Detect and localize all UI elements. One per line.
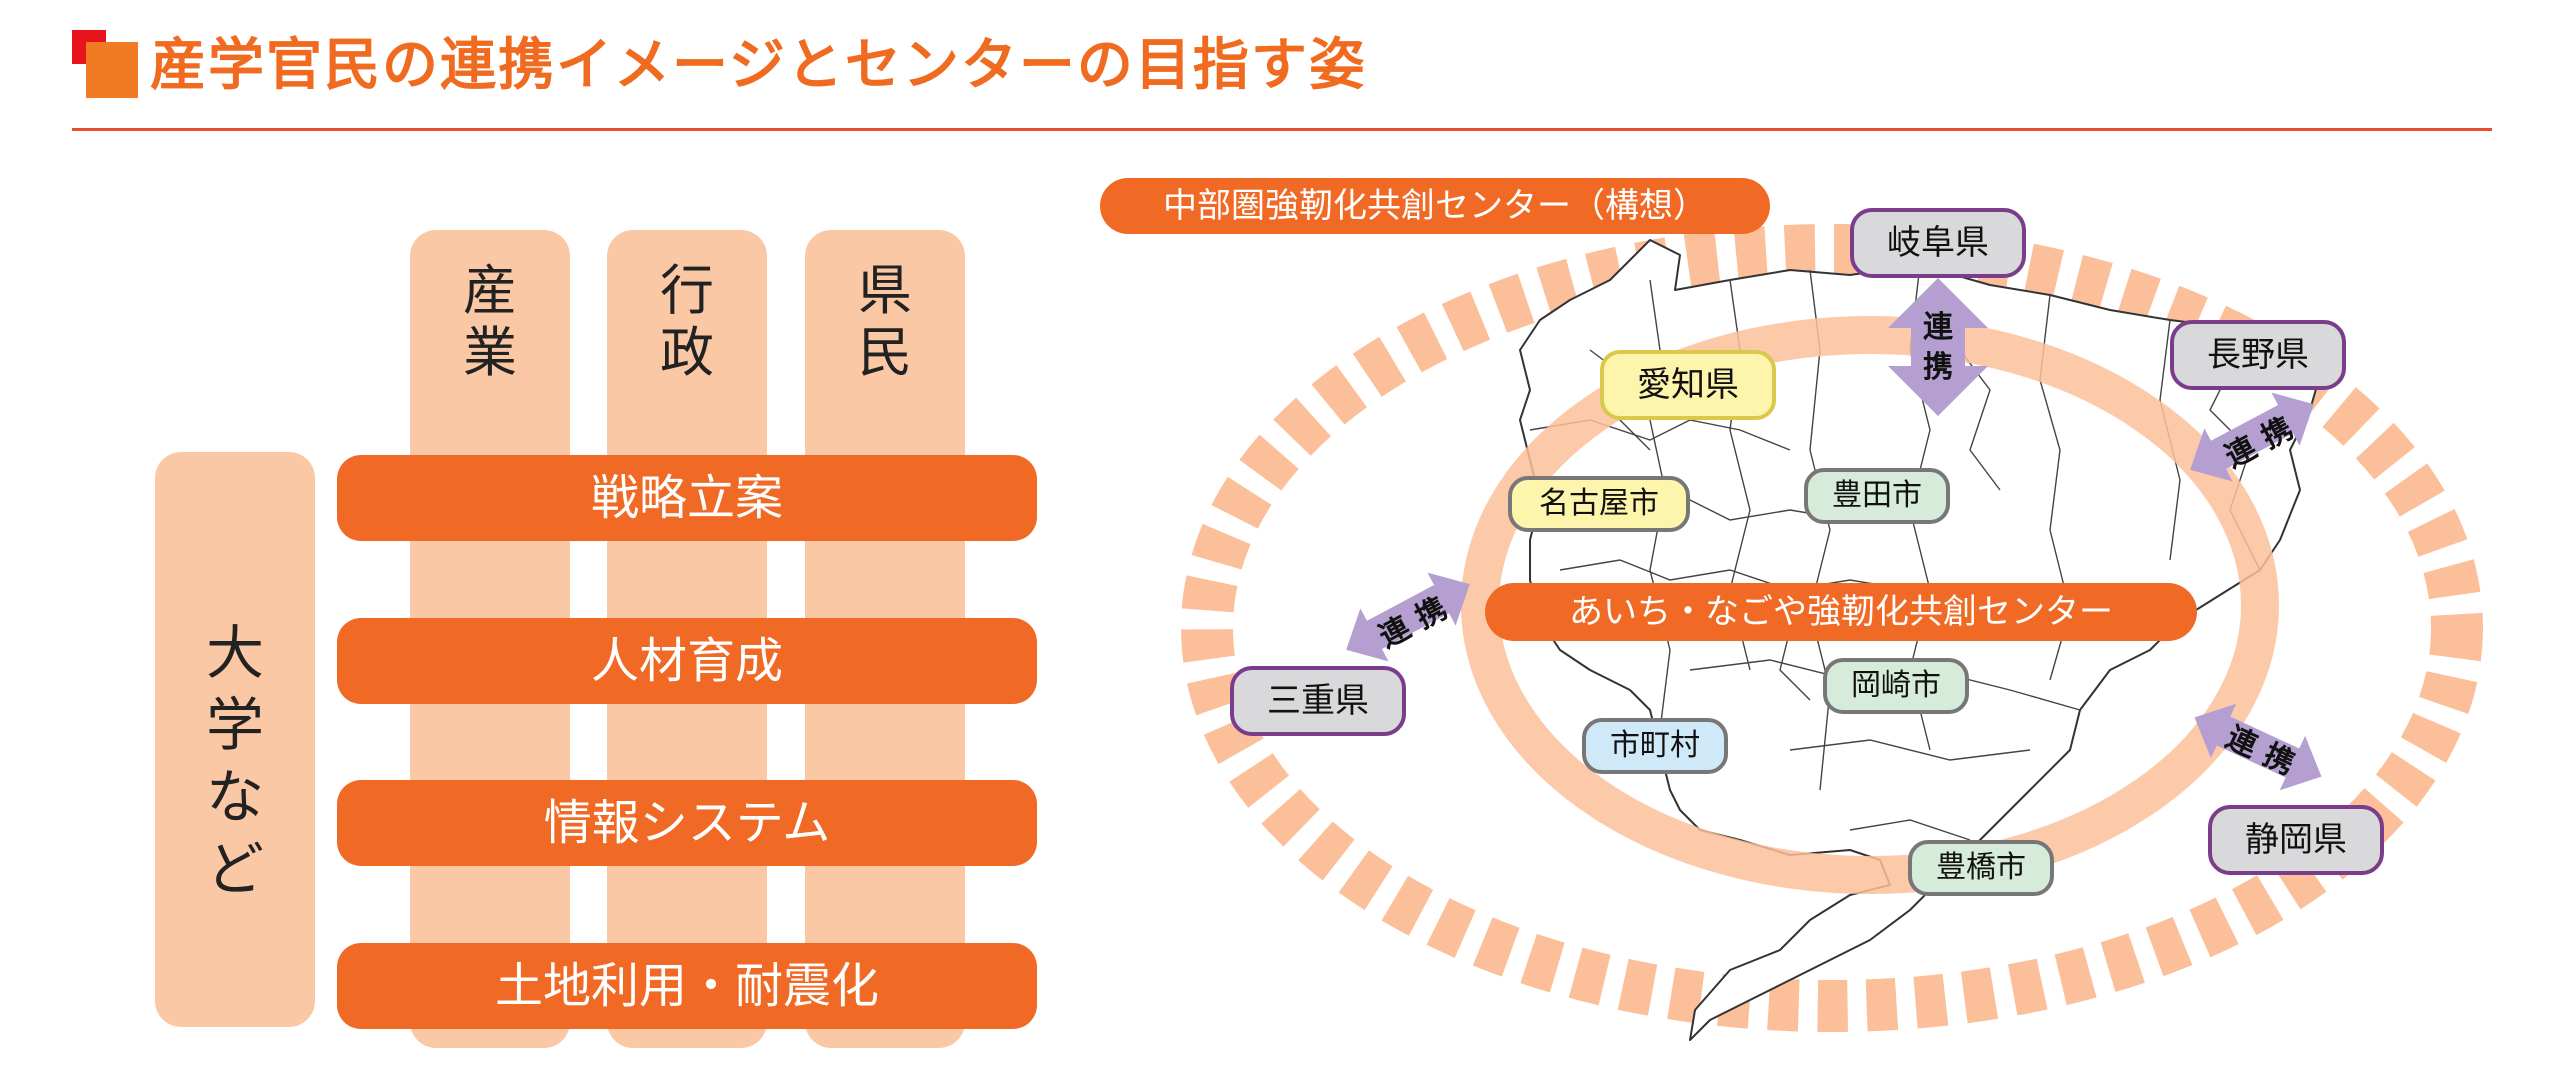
row-land-use-seismic: 土地利用・耐震化: [337, 943, 1037, 1029]
title-mark-icon: [72, 30, 138, 98]
inner-ring: [1461, 316, 2279, 894]
prefecture-shizuoka: 静岡県: [2208, 805, 2384, 875]
city-nagoya: 名古屋市: [1508, 476, 1690, 532]
link-arrow-nagano: [2190, 392, 2314, 482]
column-industry-label: 産 業: [463, 259, 517, 384]
prefecture-aichi: 愛知県: [1600, 350, 1776, 420]
link-arrows: [1346, 278, 2322, 791]
city-toyohashi: 豊橋市: [1908, 840, 2054, 896]
page-title: 産学官民の連携イメージとセンターの目指す姿: [150, 33, 1367, 98]
prefecture-nagano: 長野県: [2170, 320, 2346, 390]
city-okazaki: 岡崎市: [1823, 658, 1969, 714]
city-toyota: 豊田市: [1804, 468, 1950, 524]
link-arrow-mie: [1346, 572, 1470, 662]
link-arrow-gifu: [1888, 278, 1988, 416]
row-human-resources: 人材育成: [337, 618, 1037, 704]
row-information-systems: 情報システム: [337, 780, 1037, 866]
column-universities: 大 学 な ど: [155, 452, 315, 1027]
prefecture-gifu: 岐阜県: [1850, 208, 2026, 278]
prefecture-mie: 三重県: [1230, 666, 1406, 736]
link-arrow-shizuoka: [2194, 703, 2322, 791]
title-divider: [72, 128, 2492, 131]
city-municipalities: 市町村: [1582, 718, 1728, 774]
outer-center-label: 中部圏強靭化共創センター（構想）: [1100, 178, 1770, 234]
outer-dashed-ring: [1181, 224, 2483, 1032]
column-universities-label: 大 学 な ど: [205, 619, 264, 903]
link-label-gifu-a: 連: [1923, 310, 1953, 345]
regional-network-diagram: 中部圏強靭化共創センター（構想） あいち・なごや強靭化共創センター 岐阜県 長野…: [1090, 150, 2530, 1070]
link-label-gifu-b: 携: [1923, 350, 1953, 385]
column-government-label: 行 政: [660, 259, 714, 384]
inner-center-label: あいち・なごや強靭化共創センター: [1485, 583, 2197, 641]
row-strategy: 戦略立案: [337, 455, 1037, 541]
column-citizens-label: 県 民: [858, 259, 912, 384]
